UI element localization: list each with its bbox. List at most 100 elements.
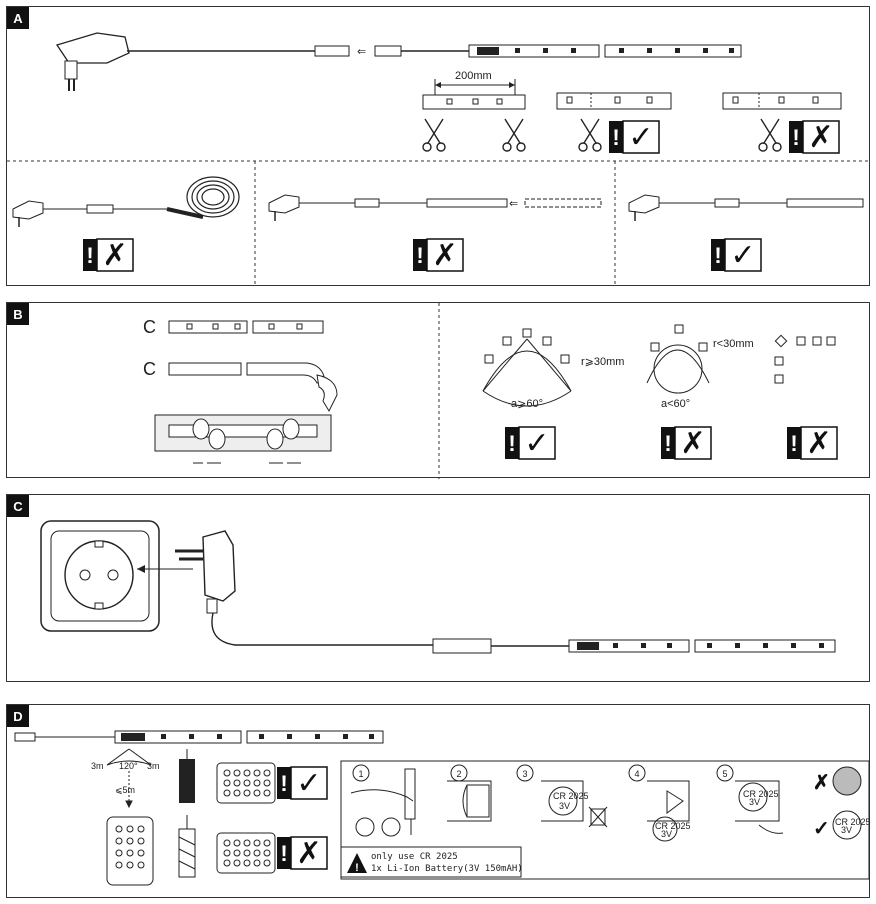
svg-text:✗: ✗ [432,238,457,273]
panel-c-drawing [40,520,836,654]
strip-back-view [168,362,338,413]
svg-text:✓: ✓ [524,426,549,461]
ok-badge-3: ! ✓ [505,426,556,461]
scissors-icon [422,118,446,152]
step-1-illustration [350,768,416,837]
bad-badge-3: ! ✗ [413,238,464,273]
svg-text:✗: ✗ [806,426,831,461]
battery-front-icon [832,810,862,840]
panel-c: C [6,494,870,682]
dc-plug-d [14,732,36,742]
coiled-strip-icon [186,176,240,218]
bad-badge: ! ✗ [789,120,840,155]
radius-ok-label: r⩾30mm [581,356,624,368]
panel-d-drawing: 3m 3m 120° ⩽5m [14,730,871,886]
bad-badge-4: ! ✗ [661,426,712,461]
remote-small-ok [216,762,276,804]
panel-d-label: D [7,705,29,727]
curve-mark-2: C [143,359,156,379]
corner-bend [774,334,836,384]
step-3-battery-voltage: 3V [559,801,570,811]
svg-text:✗: ✗ [680,426,705,461]
scissors-icon-2 [502,118,526,152]
range-right-label: 3m [147,761,160,771]
svg-text:!: ! [790,431,797,456]
adapter-small-icon-3 [628,194,660,221]
bend-radius-bad [646,324,710,394]
step-5-battery-voltage: 3V [749,797,760,807]
panel-b-label: B [7,303,29,325]
svg-text:!: ! [355,862,359,874]
ok-badge-2: ! ✓ [711,238,762,273]
svg-text:!: ! [416,243,423,268]
bend-radius-ok [482,328,572,407]
strip-end-ok [179,749,195,803]
range-distance-label: ⩽5m [115,785,135,795]
step-5-number: 5 [722,769,727,779]
strip-3 [786,198,864,208]
range-left-label: 3m [91,761,104,771]
curve-mark: C [143,317,156,337]
svg-text:!: ! [792,125,799,150]
panel-a-label: A [7,7,29,29]
panel-a-drawing: ⇐ 200mm [7,32,871,287]
panel-b: B C C [6,302,870,479]
wall-socket-icon [40,520,160,632]
strip-segment [422,94,526,110]
strip-segment-cut-wrong [722,92,842,110]
svg-text:✗: ✗ [808,120,833,155]
strip-end-bad [178,815,196,878]
panel-c-label: C [7,495,29,517]
svg-text:!: ! [280,841,287,866]
step-5-marker [716,764,734,782]
scissors-icon-4 [758,118,782,152]
step-5-illustration [735,780,784,834]
panel-d: D 3m 3m 120° ⩽5m [6,704,871,898]
panel-a: A ⇐ 20 [6,6,871,287]
wrong-orientation-icon: ✗ [813,772,830,794]
angle-bad-label: a<60° [661,398,690,410]
dc-plug-icon [314,45,350,57]
panel-b-drawing: C C [143,303,838,479]
svg-text:!: ! [612,125,619,150]
step-1-number: 1 [358,769,363,779]
dc-socket-icon [374,45,402,57]
warning-line-2: 1x Li-Ion Battery(3V 150mAH) [371,864,523,874]
svg-text:✓: ✓ [628,120,653,155]
strip-1 [426,198,508,208]
battery-front-voltage: 3V [841,825,852,835]
ir-range-diagram [106,748,152,809]
remote-small-bad [216,832,276,874]
angle-ok-label: a⩾60° [511,398,543,410]
svg-text:!: ! [714,243,721,268]
adapter-small-icon-2 [268,194,300,221]
warning-line-1: only use CR 2025 [371,852,458,862]
svg-text:✗: ✗ [102,238,127,273]
strip-front-view [168,320,324,334]
step-2-illustration [447,780,492,822]
scissors-icon-3 [578,118,602,152]
step-4-number: 4 [634,769,639,779]
step-3-number: 3 [522,769,527,779]
right-orientation-icon: ✓ [813,818,830,840]
step-4-marker [628,764,646,782]
remote-control-icon [106,816,154,886]
mounting-surface [154,414,332,464]
strip-segment-cut-correct [556,92,672,110]
step-3-battery-code: CR 2025 [553,791,589,801]
battery-back-icon [832,766,862,796]
step-4-illustration [647,780,690,842]
inline-connector-icon [432,638,492,654]
led-strip-top [468,44,742,58]
warning-icon [347,853,367,873]
svg-text:✗: ✗ [296,836,321,871]
step-3-marker [516,764,534,782]
bad-badge-5: ! ✗ [787,426,838,461]
connect-arrow: ⇐ [357,46,366,58]
connect-arrow-2: ⇐ [509,198,518,210]
range-angle-label: 120° [119,761,138,771]
svg-text:!: ! [508,431,515,456]
hand-icon [316,374,338,413]
svg-text:✓: ✓ [296,766,321,801]
plug-adapter-icon [175,530,236,614]
